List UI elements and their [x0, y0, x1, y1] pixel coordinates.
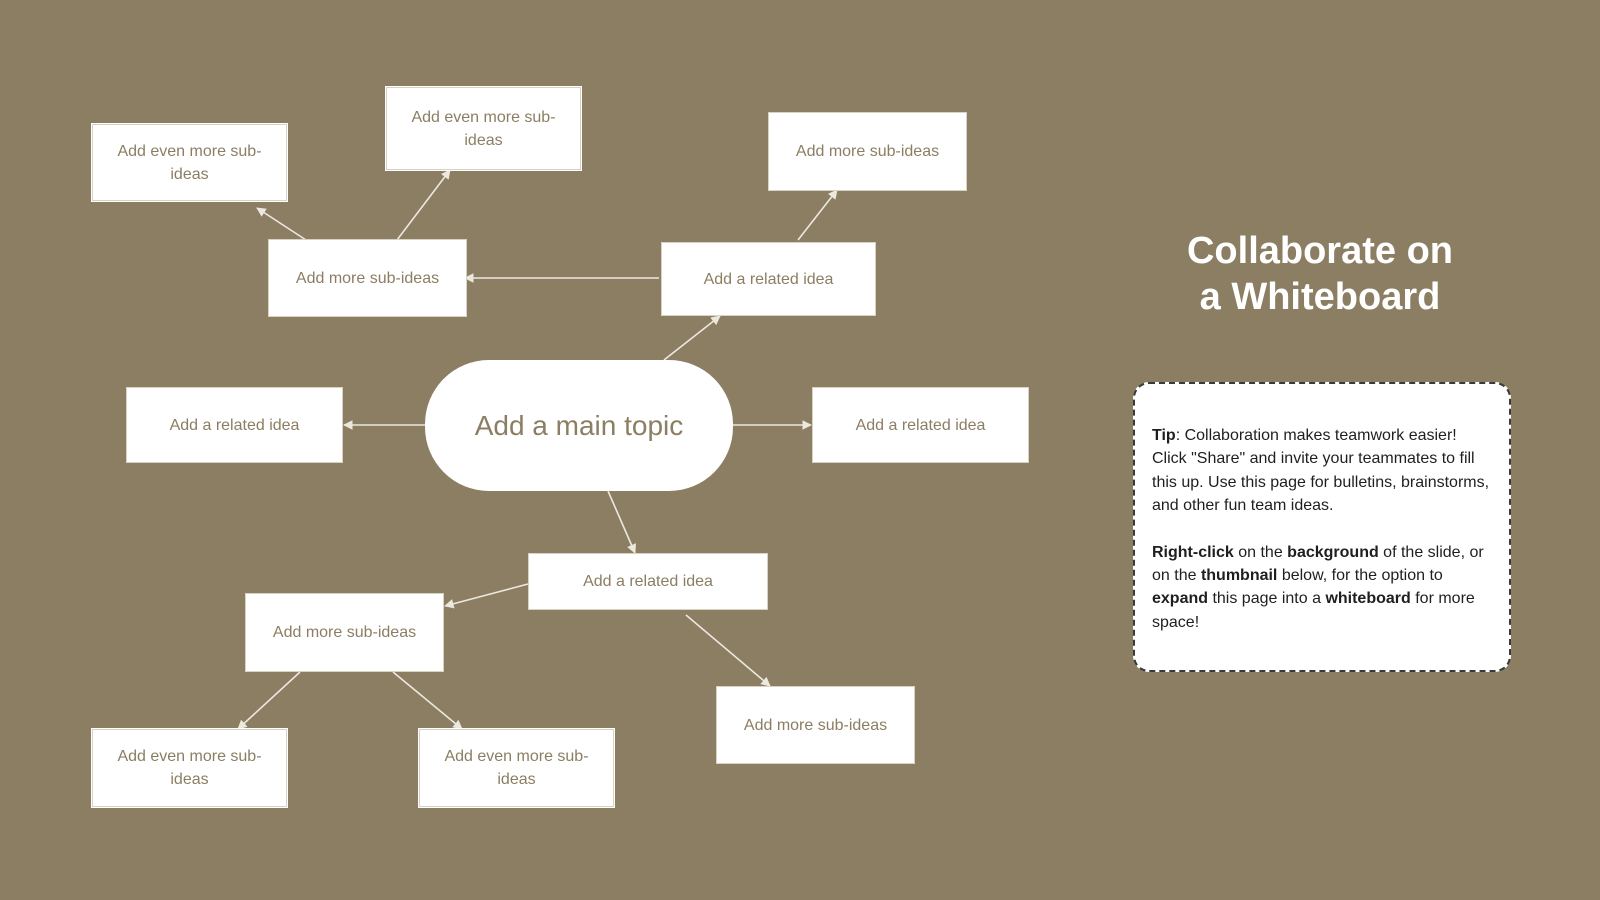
- main-topic-label: Add a main topic: [474, 409, 684, 441]
- node-label: Add more sub-ideas: [272, 624, 417, 641]
- even-more-sub-idea-bottom-left-a[interactable]: Add even more sub-ideas: [91, 728, 288, 808]
- connector-lower-left-sub-to-even-more-b: [392, 671, 463, 730]
- node-label: Add a related idea: [703, 270, 834, 288]
- connector-lower-related-to-lower-right-sub: [685, 614, 771, 687]
- node-label: Add even more sub-ideas: [117, 142, 262, 183]
- node-label: Add even more sub-ideas: [444, 748, 589, 788]
- tip-paragraph-2: Right-click on the background of the sli…: [1152, 541, 1493, 635]
- sub-idea-upper-left[interactable]: Add more sub-ideas: [268, 239, 467, 317]
- connector-main-to-lower: [607, 490, 636, 554]
- sub-idea-upper-right[interactable]: Add more sub-ideas: [768, 112, 967, 191]
- tip-label: Tip: [1152, 427, 1176, 444]
- main-topic[interactable]: Add a main topic: [425, 360, 733, 491]
- sub-idea-lower-left[interactable]: Add more sub-ideas: [245, 593, 444, 672]
- node-label: Add even more sub-ideas: [411, 108, 556, 149]
- tip-bold-expand: expand: [1152, 590, 1209, 608]
- connector-lower-left-sub-to-even-more-a: [237, 671, 301, 730]
- node-label: Add a related idea: [583, 573, 713, 590]
- node-label: Add more sub-ideas: [743, 716, 888, 734]
- tip-card: Tip: Collaboration makes teamwork easier…: [1133, 382, 1511, 672]
- page-title-line-2: a Whiteboard: [1199, 276, 1441, 318]
- sub-idea-lower-right[interactable]: Add more sub-ideas: [716, 686, 915, 764]
- node-label: Add a related idea: [169, 416, 300, 434]
- tip-bold-whiteboard: whiteboard: [1325, 590, 1411, 608]
- page-title: Collaborate on a Whiteboard: [1120, 228, 1520, 320]
- tip-text-segment: of the slide, or on the: [1152, 543, 1484, 585]
- tip-bold-right-click: Right-click: [1152, 543, 1234, 561]
- connector-lower-related-to-lower-left-sub: [444, 583, 529, 609]
- connector-upper-related-to-upper-right-sub: [797, 189, 838, 241]
- even-more-sub-idea-top-left-a[interactable]: Add even more sub-ideas: [91, 123, 288, 202]
- node-label: Add more sub-ideas: [795, 143, 940, 160]
- even-more-sub-idea-top-left-b[interactable]: Add even more sub-ideas: [385, 86, 582, 171]
- tip-text-segment: this page into a: [1208, 590, 1326, 608]
- related-idea-upper-right[interactable]: Add a related idea: [661, 242, 876, 316]
- tip-bold-thumbnail: thumbnail: [1200, 567, 1278, 585]
- node-label: Add even more sub-ideas: [117, 748, 262, 788]
- tip-bold-background: background: [1287, 543, 1379, 561]
- node-label: Add more sub-ideas: [295, 269, 440, 287]
- tip-paragraph-1: Tip: Collaboration makes teamwork easier…: [1152, 424, 1493, 518]
- related-idea-left[interactable]: Add a related idea: [126, 387, 343, 463]
- page-title-line-1: Collaborate on: [1186, 230, 1454, 272]
- tip-text-segment: below, for the option to: [1277, 567, 1443, 585]
- connector-upper-left-sub-to-even-more-a: [256, 207, 307, 241]
- related-idea-lower[interactable]: Add a related idea: [528, 553, 768, 610]
- tip-text-segment: on the: [1233, 543, 1288, 561]
- tip-text: : Collaboration makes teamwork easier! C…: [1152, 427, 1490, 515]
- even-more-sub-idea-bottom-left-b[interactable]: Add even more sub-ideas: [418, 728, 615, 808]
- connector-main-to-upper-right: [663, 315, 721, 361]
- related-idea-right[interactable]: Add a related idea: [812, 387, 1029, 463]
- connector-upper-left-sub-to-even-more-b: [396, 169, 451, 241]
- tip-text-segment: for more space!: [1152, 590, 1475, 631]
- node-label: Add a related idea: [855, 416, 986, 434]
